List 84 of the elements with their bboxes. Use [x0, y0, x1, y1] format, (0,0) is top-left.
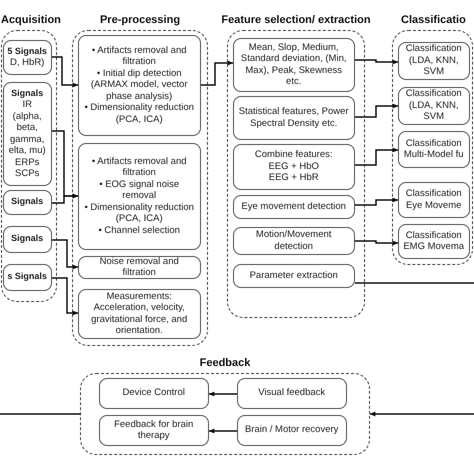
process-box — [98, 414, 209, 446]
process-box — [2, 40, 52, 75]
process-box — [398, 42, 470, 80]
bullet-item: • Artifacts removal and filtration — [90, 156, 188, 179]
box-text: (LDA, KNN, SVM — [408, 100, 460, 123]
process-box — [398, 182, 470, 218]
bullet-item: • Channel selection — [98, 224, 180, 236]
process-box — [78, 34, 201, 136]
box-text: Signals — [11, 88, 44, 100]
box-text: 5 Signals — [7, 46, 47, 58]
process-box — [398, 130, 470, 168]
box-text: EEG + HbR — [268, 172, 319, 184]
connector-line — [0, 413, 80, 415]
process-box — [232, 264, 355, 288]
bullet-item: • Dimensionality reduction (PCA, ICA) — [83, 202, 195, 225]
box-text: Visual feedback — [258, 387, 326, 399]
box-text: Signals — [11, 233, 44, 245]
connector-arrow — [355, 240, 399, 246]
box-text: Parameter extraction — [250, 270, 338, 282]
box-text: ERPs — [15, 156, 40, 168]
box-text: Multi-Model fu — [404, 149, 464, 161]
section-heading: Feedback — [198, 357, 252, 369]
connector-arrow — [355, 148, 399, 166]
process-box — [98, 378, 209, 409]
box-text: EEG + HbO — [268, 160, 319, 172]
connector-arrow — [355, 104, 399, 118]
box-text: Classification — [406, 88, 462, 100]
box-text: D, HbR) — [10, 57, 44, 69]
box-text: s Signals — [7, 271, 47, 283]
box-text: Brain / Motor recovery — [244, 424, 338, 436]
section-heading: Acquisition — [1, 14, 61, 26]
process-box — [78, 142, 201, 250]
section-heading: Classificatio — [401, 14, 466, 26]
bullet-item: • EOG signal noise removal — [98, 178, 180, 202]
connector-arrow — [208, 428, 237, 434]
connector-arrow — [201, 60, 234, 86]
process-box — [236, 414, 347, 446]
process-box — [78, 256, 201, 279]
box-text: (LDA, KNN, SVM — [408, 54, 460, 78]
box-text: Signals — [11, 196, 44, 208]
connector-arrow — [355, 59, 399, 64]
process-box — [232, 226, 355, 255]
box-text: Eye Moveme — [406, 200, 462, 212]
connector-arrow — [52, 277, 79, 316]
process-box — [2, 190, 52, 215]
box-text: Classification — [406, 188, 462, 200]
connector-arrow — [208, 392, 237, 396]
process-box — [232, 96, 355, 140]
box-text: Statistical features, Power Spectral Density etc. — [238, 106, 350, 130]
bullet-item: • Dimensionality reduction (PCA, ICA) — [83, 102, 195, 126]
connector-line — [355, 282, 474, 284]
connector-arrow — [355, 198, 399, 206]
connector-arrow — [369, 412, 474, 416]
box-text: Feedback for brain therapy — [113, 418, 194, 442]
box-text: Classification — [406, 230, 462, 242]
box-text: Mean, Slop, Medium, Standard deviation, (Min, Max), Peak, Skewness etc. — [240, 42, 348, 88]
box-text: IR (alpha, beta, gamma, elta, mu) — [8, 99, 47, 157]
connector-arrow — [52, 239, 79, 270]
process-box — [232, 144, 355, 190]
box-text: Motion/Movement detection — [254, 229, 332, 252]
process-box — [2, 82, 52, 186]
process-box — [236, 378, 347, 409]
box-text: EMG Movema — [403, 241, 464, 253]
box-text: Measurements: — [106, 290, 172, 302]
bullet-item: • Initial dip detection (ARMAX model, vector phase analysis) — [90, 68, 188, 102]
process-box — [78, 288, 201, 339]
bullet-item: • Artifacts removal and filtration — [90, 44, 188, 68]
box-text: Acceleration, velocity, gravitational force, and orientation. — [90, 302, 188, 337]
box-text: Classification — [406, 43, 462, 55]
box-text: Combine features: — [254, 149, 332, 161]
box-text: SCPs — [15, 168, 40, 180]
box-text: Classification — [406, 138, 462, 150]
process-box — [398, 86, 470, 125]
box-text: Device Control — [122, 387, 185, 399]
connector-arrow — [52, 56, 79, 88]
box-text: Noise removal and filtration — [98, 256, 180, 279]
process-box — [2, 226, 52, 253]
process-box — [232, 194, 355, 219]
connector-arrow — [52, 194, 79, 204]
process-box — [398, 224, 470, 259]
process-box — [2, 264, 52, 291]
process-box — [232, 38, 355, 92]
section-heading: Feature selection/ extraction — [220, 14, 372, 26]
box-text: Eye movement detection — [241, 200, 346, 212]
